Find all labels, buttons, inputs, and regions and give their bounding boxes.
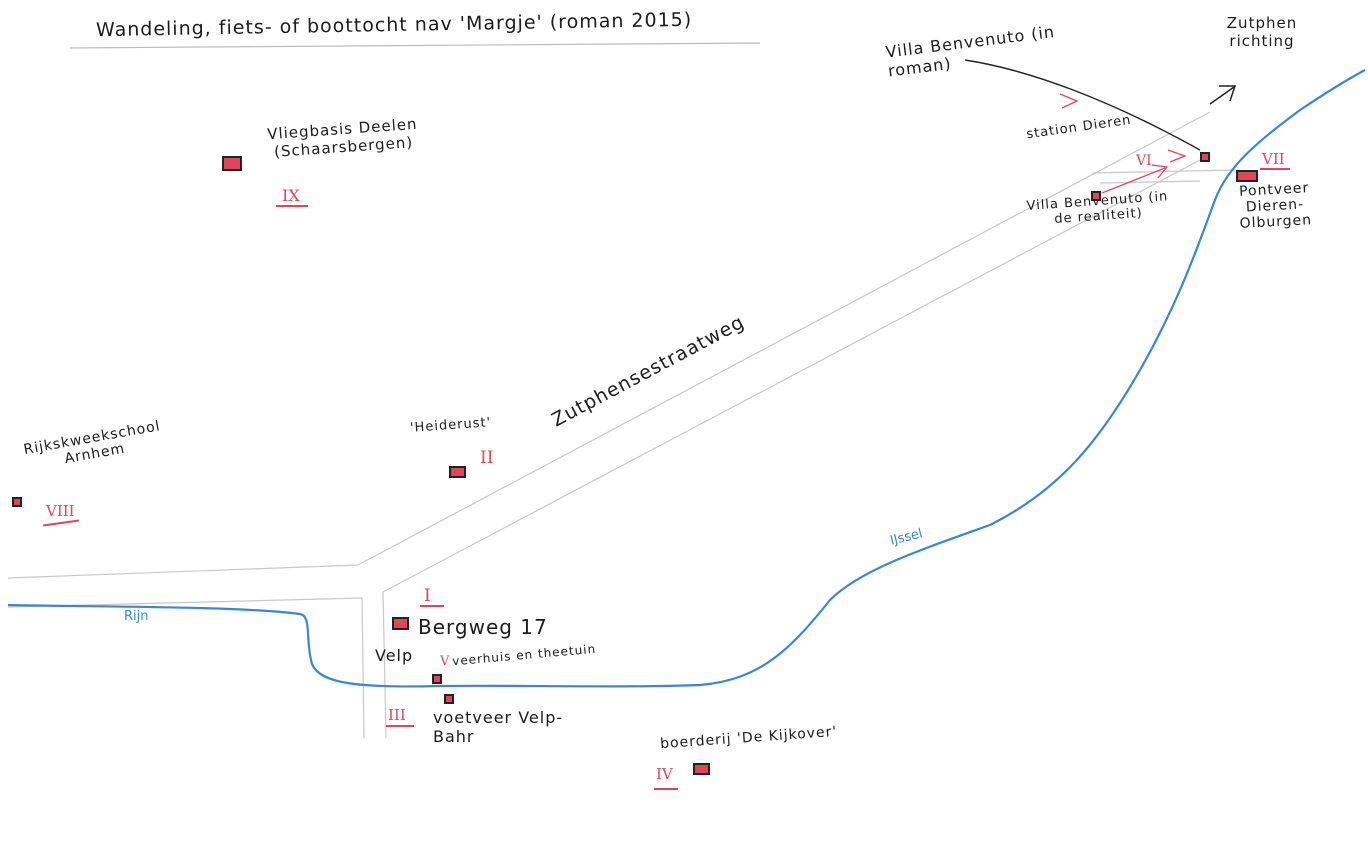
numeral-ix-underline	[276, 205, 308, 207]
numeral-iii: III	[388, 706, 406, 724]
marker-station-dieren[interactable]	[1200, 152, 1210, 162]
numeral-i-underline	[420, 605, 444, 607]
label-velp: Velp	[375, 646, 414, 665]
villa-real-arrowhead	[1151, 164, 1169, 179]
label-rijn: Rijn	[124, 609, 149, 624]
numeral-ii: II	[480, 448, 494, 468]
road-south-right	[382, 591, 387, 739]
numeral-iv: IV	[656, 765, 673, 783]
numeral-vii-underline	[1260, 168, 1290, 170]
marker-vliegbasis[interactable]	[222, 156, 242, 171]
river-rijn	[7, 69, 1366, 688]
road-south-left	[361, 597, 365, 739]
road-west-upper	[7, 564, 359, 579]
arrow-red-1	[1059, 93, 1079, 109]
title-underline	[69, 42, 761, 49]
road-dieren-b	[1099, 180, 1201, 184]
numeral-vii: VII	[1262, 150, 1285, 168]
numeral-vi: VI	[1136, 153, 1152, 169]
label-pontveer: Pontveer Dieren-Olburgen	[1238, 180, 1313, 232]
villa-real-arrow	[1101, 167, 1166, 194]
label-voetveer: voetveer Velp-Bahr	[433, 708, 564, 746]
numeral-ix: IX	[282, 186, 300, 205]
arrow-red-2	[1167, 149, 1187, 163]
villa-roman-arrow	[964, 59, 1201, 151]
marker-veerhuis[interactable]	[432, 674, 442, 684]
numeral-viii: VIII	[46, 502, 75, 520]
marker-boerderij[interactable]	[693, 763, 710, 775]
marker-bergweg[interactable]	[392, 617, 409, 630]
numeral-v: V	[440, 654, 450, 669]
marker-heiderust[interactable]	[449, 466, 466, 478]
road-line-lower	[382, 159, 1201, 593]
marker-rijkskweekschool[interactable]	[12, 497, 22, 507]
marker-pontveer[interactable]	[1236, 170, 1258, 182]
numeral-iii-underline	[386, 725, 414, 727]
zutphen-arrowhead	[1219, 85, 1237, 102]
zutphen-arrow	[1209, 86, 1235, 105]
numeral-iv-underline	[654, 788, 678, 790]
marker-villa-real[interactable]	[1091, 191, 1101, 201]
label-zutphen: Zutphen richting	[1226, 14, 1298, 50]
marker-voetveer[interactable]	[444, 694, 454, 704]
label-bergweg: Bergweg 17	[418, 615, 548, 639]
numeral-i: I	[424, 586, 431, 606]
road-line-upper	[357, 111, 1211, 566]
